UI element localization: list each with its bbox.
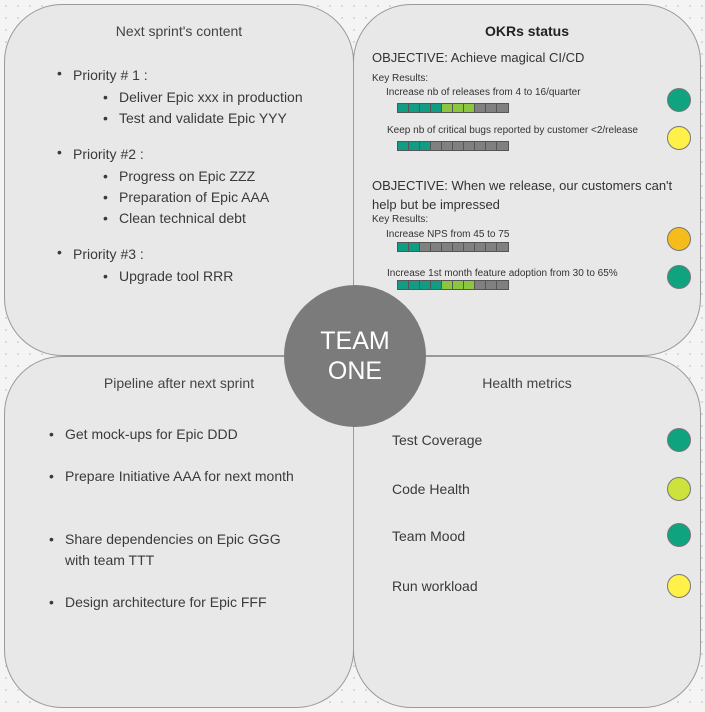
progress-cell bbox=[398, 281, 409, 289]
status-indicator bbox=[667, 126, 691, 150]
progress-cell bbox=[475, 104, 486, 112]
progress-bar bbox=[397, 280, 509, 290]
priority-item: Clean technical debt bbox=[103, 208, 303, 229]
progress-cell bbox=[475, 142, 486, 150]
progress-cell bbox=[497, 281, 508, 289]
progress-cell bbox=[486, 142, 497, 150]
progress-bar bbox=[397, 103, 509, 113]
status-indicator bbox=[667, 227, 691, 251]
progress-cell bbox=[453, 243, 464, 251]
metric-indicator bbox=[667, 428, 691, 452]
progress-cell bbox=[486, 281, 497, 289]
key-result-text: Increase NPS from 45 to 75 bbox=[386, 229, 510, 240]
priority-group: Priority # 1 : Deliver Epic xxx in produ… bbox=[57, 65, 303, 129]
progress-cell bbox=[409, 243, 420, 251]
priority-item: Preparation of Epic AAA bbox=[103, 187, 303, 208]
priority-item: Upgrade tool RRR bbox=[103, 266, 303, 287]
key-results-label: Key Results: bbox=[372, 73, 429, 84]
progress-cell bbox=[398, 104, 409, 112]
progress-cell bbox=[409, 281, 420, 289]
metric-label: Code Health bbox=[392, 481, 470, 497]
team-name-line: TEAM bbox=[320, 327, 390, 355]
progress-cell bbox=[431, 243, 442, 251]
team-name-line: ONE bbox=[327, 357, 383, 385]
team-name-circle: TEAM ONE bbox=[284, 285, 426, 427]
progress-cell bbox=[464, 281, 475, 289]
priority-item: Test and validate Epic YYY bbox=[103, 108, 303, 129]
pipeline-panel: Pipeline after next sprint Get mock-ups … bbox=[4, 356, 354, 708]
priority-label: Priority #2 : bbox=[73, 146, 144, 162]
progress-cell bbox=[409, 104, 420, 112]
progress-cell bbox=[464, 104, 475, 112]
progress-cell bbox=[420, 243, 431, 251]
metric-label: Run workload bbox=[392, 578, 478, 594]
progress-cell bbox=[442, 281, 453, 289]
priority-group: Priority #3 : Upgrade tool RRR bbox=[57, 244, 303, 287]
progress-cell bbox=[486, 243, 497, 251]
progress-cell bbox=[420, 104, 431, 112]
progress-cell bbox=[409, 142, 420, 150]
priority-item: Deliver Epic xxx in production bbox=[103, 87, 303, 108]
key-result-text: Keep nb of critical bugs reported by cus… bbox=[387, 125, 638, 136]
progress-cell bbox=[431, 142, 442, 150]
progress-bar bbox=[397, 141, 509, 151]
status-indicator bbox=[667, 88, 691, 112]
health-metrics-panel: Health metrics Test Coverage Code Health… bbox=[353, 356, 701, 708]
priority-label: Priority # 1 : bbox=[73, 67, 148, 83]
priority-group: Priority #2 : Progress on Epic ZZZ Prepa… bbox=[57, 144, 303, 229]
progress-cell bbox=[453, 104, 464, 112]
progress-cell bbox=[475, 243, 486, 251]
priority-label: Priority #3 : bbox=[73, 246, 144, 262]
progress-cell bbox=[464, 243, 475, 251]
progress-cell bbox=[497, 142, 508, 150]
pipeline-item: Get mock-ups for Epic DDD bbox=[49, 424, 299, 445]
progress-cell bbox=[398, 243, 409, 251]
progress-cell bbox=[442, 104, 453, 112]
metric-indicator bbox=[667, 523, 691, 547]
objective-heading: OBJECTIVE: Achieve magical CI/CD bbox=[372, 50, 585, 65]
pipeline-title: Pipeline after next sprint bbox=[103, 375, 255, 391]
metric-indicator bbox=[667, 477, 691, 501]
metric-label: Test Coverage bbox=[392, 432, 483, 448]
priority-list: Priority # 1 : Deliver Epic xxx in produ… bbox=[57, 65, 303, 302]
key-results-label: Key Results: bbox=[372, 214, 429, 225]
metric-indicator bbox=[667, 574, 691, 598]
key-result-text: Increase 1st month feature adoption from… bbox=[387, 268, 618, 279]
okrs-panel: OKRs status OBJECTIVE: Achieve magical C… bbox=[353, 4, 701, 356]
progress-cell bbox=[464, 142, 475, 150]
progress-cell bbox=[475, 281, 486, 289]
progress-cell bbox=[442, 142, 453, 150]
progress-cell bbox=[453, 281, 464, 289]
priority-item: Progress on Epic ZZZ bbox=[103, 166, 303, 187]
key-result-text: Increase nb of releases from 4 to 16/qua… bbox=[386, 87, 581, 98]
progress-bar bbox=[397, 242, 509, 252]
progress-cell bbox=[420, 142, 431, 150]
progress-cell bbox=[431, 281, 442, 289]
okrs-title: OKRs status bbox=[484, 23, 570, 39]
pipeline-item: Share dependencies on Epic GGG with team… bbox=[49, 529, 299, 571]
pipeline-item: Design architecture for Epic FFF bbox=[49, 592, 299, 613]
metric-label: Team Mood bbox=[392, 528, 466, 544]
sprint-content-panel: Next sprint's content Priority # 1 : Del… bbox=[4, 4, 354, 356]
progress-cell bbox=[497, 243, 508, 251]
status-indicator bbox=[667, 265, 691, 289]
progress-cell bbox=[431, 104, 442, 112]
progress-cell bbox=[486, 104, 497, 112]
progress-cell bbox=[453, 142, 464, 150]
sprint-content-title: Next sprint's content bbox=[115, 23, 243, 39]
progress-cell bbox=[497, 104, 508, 112]
health-metrics-title: Health metrics bbox=[482, 375, 572, 391]
objective-heading: OBJECTIVE: When we release, our customer… bbox=[372, 178, 673, 212]
progress-cell bbox=[420, 281, 431, 289]
progress-cell bbox=[398, 142, 409, 150]
progress-cell bbox=[442, 243, 453, 251]
pipeline-item: Prepare Initiative AAA for next month bbox=[49, 466, 299, 487]
